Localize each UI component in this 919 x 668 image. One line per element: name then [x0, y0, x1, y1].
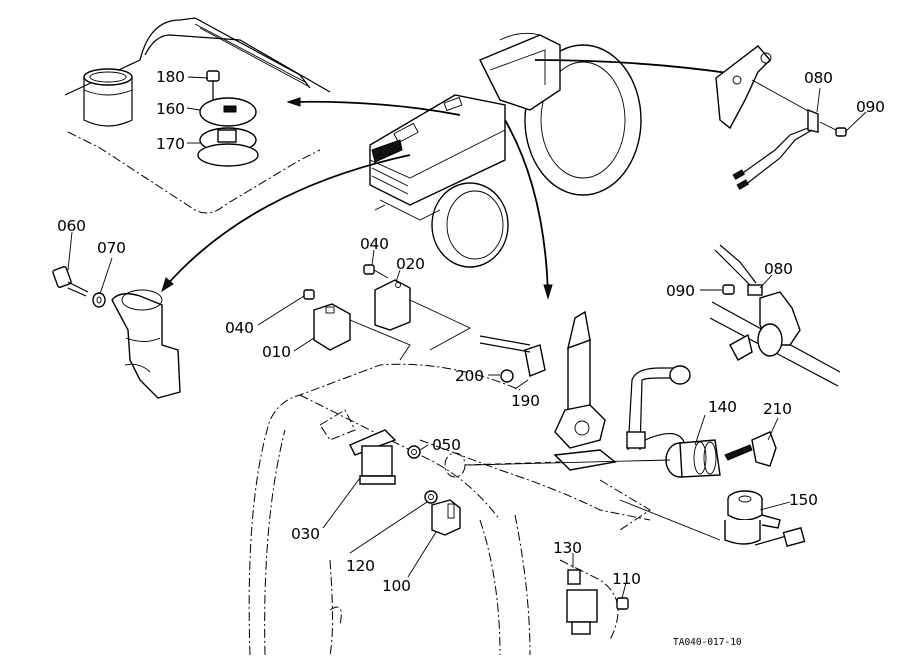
- sensor-housing-group: [52, 231, 181, 399]
- dashboard-panel: [248, 363, 721, 656]
- fuel-tank-group: [64, 17, 331, 214]
- callout-210: 210: [763, 400, 792, 418]
- callout-labels: 180 160 170 080 090 060 070 040 020 040 …: [57, 68, 885, 648]
- switch-080-b: [714, 244, 763, 296]
- relay-010: [313, 303, 351, 351]
- callout-040-lower: 040: [225, 319, 254, 337]
- callout-190: 190: [511, 392, 540, 410]
- callout-120: 120: [346, 557, 375, 575]
- callout-110: 110: [612, 570, 641, 588]
- switch-190: [479, 335, 546, 377]
- callout-200: 200: [455, 367, 484, 385]
- shaft-switch-group: [700, 244, 841, 387]
- callout-150: 150: [789, 491, 818, 509]
- bolt-040-a: [363, 264, 389, 279]
- relay-group-upper: [257, 249, 471, 361]
- callout-050: 050: [432, 436, 461, 454]
- callout-080-lower: 080: [764, 260, 793, 278]
- callout-140: 140: [708, 398, 737, 416]
- callout-130: 130: [553, 539, 582, 557]
- relay-130: [566, 569, 598, 635]
- sender-plate-160: [199, 97, 257, 127]
- nut-120: [424, 490, 438, 504]
- sender-unit-170: [197, 127, 259, 167]
- upper-switch-group: [715, 45, 867, 190]
- bulb-200: [488, 369, 514, 383]
- key-210: [724, 431, 777, 467]
- steering-column-group: [479, 310, 691, 471]
- callout-170: 170: [156, 135, 185, 153]
- filler-neck: [83, 68, 133, 127]
- callout-060: 060: [57, 217, 86, 235]
- nut-050: [407, 445, 421, 459]
- callout-090-lower: 090: [666, 282, 695, 300]
- callout-010: 010: [262, 343, 291, 361]
- relay-020: [374, 279, 411, 331]
- callout-040-upper: 040: [360, 235, 389, 253]
- callout-030: 030: [291, 525, 320, 543]
- callout-090-upper: 090: [856, 98, 885, 116]
- relay-100: [431, 499, 461, 536]
- reference-code: TA040-017-10: [673, 637, 742, 648]
- socket-150: [724, 490, 806, 547]
- callout-160: 160: [156, 100, 185, 118]
- bolt-040-b: [303, 289, 315, 300]
- sensor-060: [52, 266, 89, 297]
- key-switch-group: [469, 414, 779, 478]
- callout-080-upper: 080: [804, 69, 833, 87]
- washer-070: [92, 292, 106, 308]
- callout-180: 180: [156, 68, 185, 86]
- tractor-illustration: [369, 32, 642, 268]
- callout-070: 070: [97, 239, 126, 257]
- screw-090: [819, 121, 847, 137]
- screw-090-b: [722, 284, 735, 295]
- callout-100: 100: [382, 577, 411, 595]
- screw-110: [616, 597, 629, 610]
- callout-020: 020: [396, 255, 425, 273]
- relay-030: [349, 429, 397, 485]
- callout-arrows: [161, 59, 742, 300]
- housing: [111, 289, 181, 399]
- key-switch-140: [665, 439, 721, 478]
- panel-relays: [322, 429, 629, 635]
- switch-080: [732, 108, 819, 190]
